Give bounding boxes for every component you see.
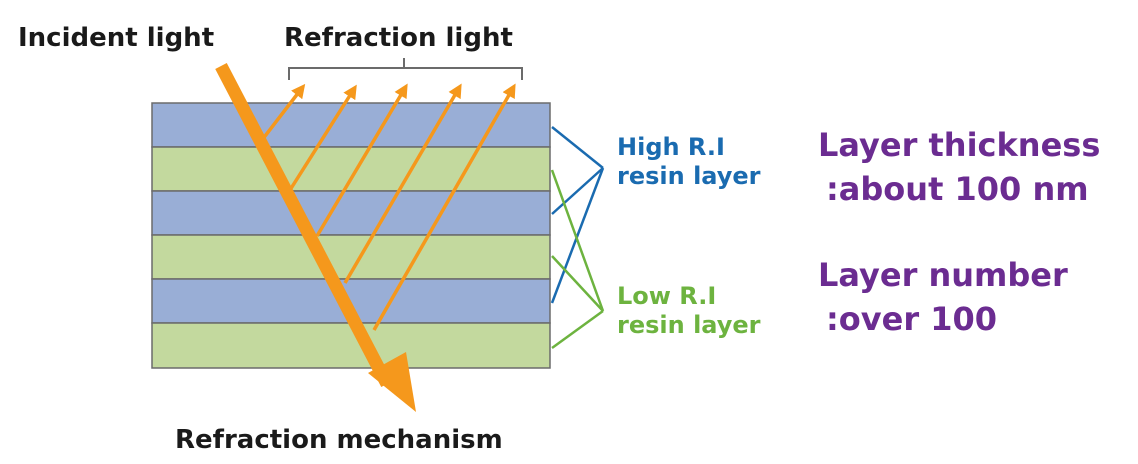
incident-ray [215, 62, 416, 412]
high-ri-label-line2: resin layer [617, 162, 761, 190]
refracted-ray [372, 83, 516, 331]
refraction-mechanism-label: Refraction mechanism [175, 425, 503, 455]
low-ri-layer [151, 146, 551, 192]
high-ri-label-line1: High R.I [617, 133, 725, 161]
refracted-ray [288, 84, 357, 191]
layer-thickness-value: :about 100 nm [826, 170, 1089, 208]
low-ri-label-line1: Low R.I [617, 282, 716, 310]
refracted-ray [260, 83, 306, 142]
low-ri-layer [151, 322, 551, 369]
incident-arrowhead [368, 352, 416, 412]
layer-number-value: :over 100 [826, 300, 997, 338]
low-ri-connectors [550, 169, 605, 350]
refracted-ray [343, 83, 462, 284]
layer-thickness-label: Layer thickness [818, 126, 1100, 164]
low-ri-label-line2: resin layer [617, 311, 761, 339]
layer-number-label: Layer number [818, 256, 1068, 294]
refracted-ray [315, 83, 408, 237]
layer-stack [151, 102, 551, 369]
refraction-bracket [288, 58, 523, 80]
refraction-light-label: Refraction light [284, 23, 513, 53]
high-ri-layer [151, 190, 551, 236]
incident-light-label: Incident light [18, 23, 214, 53]
high-ri-connectors [550, 126, 605, 304]
refracted-rays [260, 83, 516, 331]
